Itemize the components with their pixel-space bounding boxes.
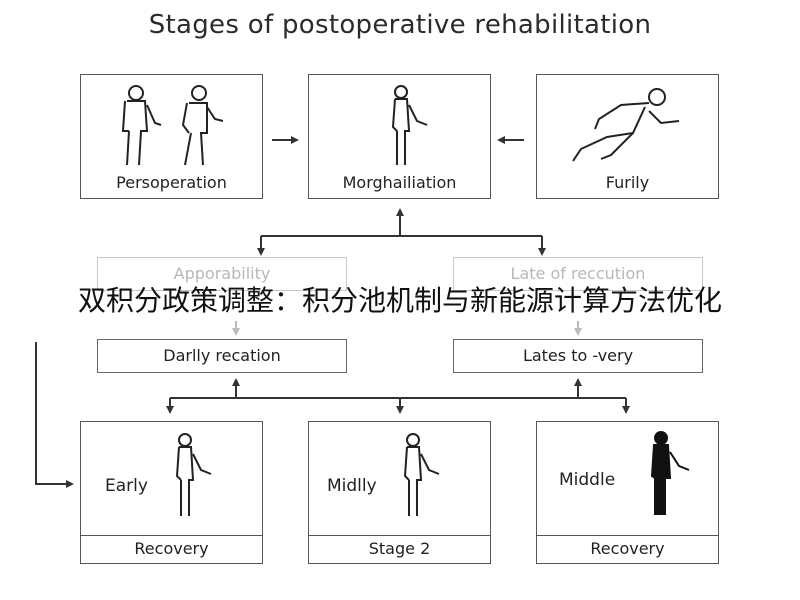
faded-stage-right: Late of reccution: [453, 257, 703, 291]
stage-footer: Stage 2: [309, 535, 490, 563]
stage-label: Midlly: [327, 476, 377, 496]
stage-box-middle-recovery: Middle Recovery: [536, 421, 719, 564]
standing-person-icon: [391, 85, 428, 165]
stage-label: Morghailiation: [342, 173, 457, 192]
arrow-feedback-to-early: [35, 342, 74, 488]
overlay-banner-text: 双积分政策调整：积分池机制与新能源计算方法优化: [77, 284, 722, 317]
stage-footer: Recovery: [537, 535, 718, 563]
running-person-icon: [572, 88, 680, 162]
standing-person-icon: [403, 433, 440, 516]
diagram-title: Stages of postoperative rehabilitation: [148, 10, 652, 40]
stage-label: Middle: [559, 470, 616, 490]
stage-label: Furily: [605, 173, 650, 192]
stage-box-early-recovery: Early Recovery: [80, 421, 263, 564]
stage-label: Persoperation: [116, 173, 227, 192]
standing-person-icon: [175, 433, 212, 516]
standing-person-filled-icon: [650, 431, 690, 515]
stage-box-darlly-recation: Darlly recation: [97, 339, 347, 373]
faded-stage-left: Apporability: [97, 257, 347, 291]
stage-box-lates-to-very: Lates to -very: [453, 339, 703, 373]
stage-footer: Recovery: [81, 535, 262, 563]
stage-label: Early: [105, 476, 148, 496]
stage-box-morghailiation: Morghailiation: [308, 74, 491, 199]
two-standing-persons-icon: [121, 85, 224, 166]
stage-box-midlly-stage2: Midlly Stage 2: [308, 421, 491, 564]
stage-box-furily: Furily: [536, 74, 719, 199]
stage-box-persoperation: Persoperation: [80, 74, 263, 199]
